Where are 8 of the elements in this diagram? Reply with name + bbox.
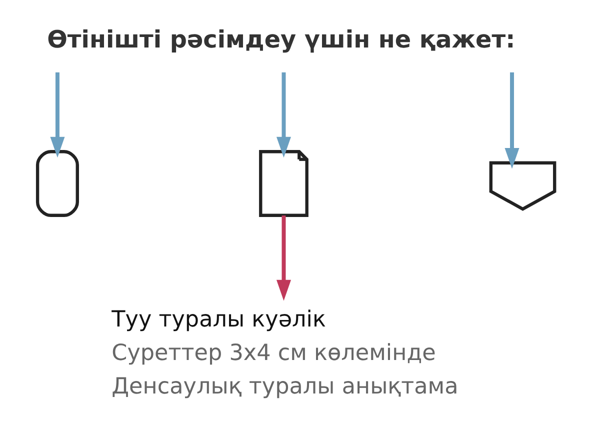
arrow bbox=[276, 72, 292, 158]
node-phone bbox=[36, 150, 79, 217]
arrow bbox=[504, 72, 520, 169]
arrow bbox=[50, 72, 65, 158]
node-text: Өтінішті рәсімдеу үшін не қажет: bbox=[47, 25, 516, 54]
node-envelope bbox=[489, 161, 556, 211]
node-text: Туу туралы куәлік Суреттер 3x4 см көлемінде Денсаулық туралы анықтама bbox=[112, 306, 458, 400]
arrow bbox=[276, 215, 292, 301]
